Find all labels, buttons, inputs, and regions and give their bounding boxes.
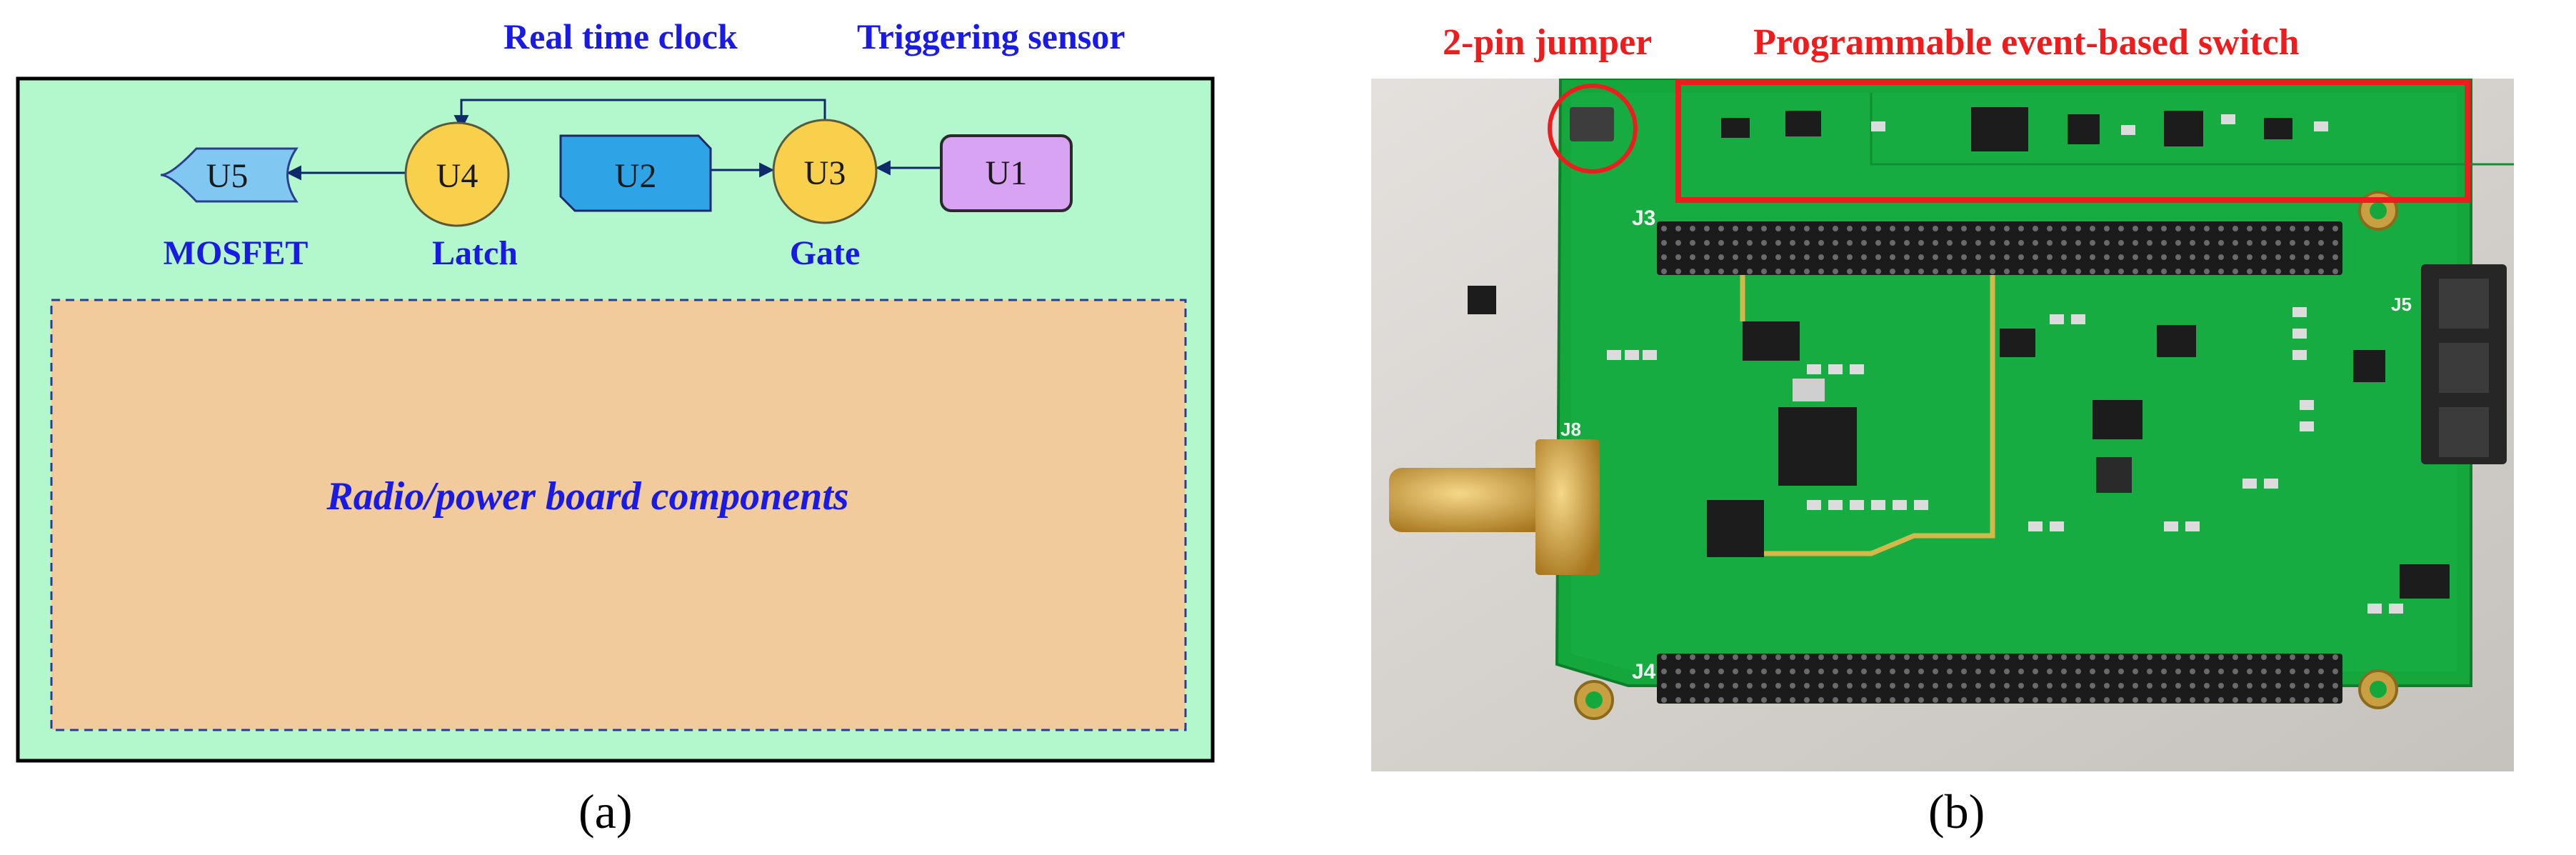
arrow-u3-to-u4	[453, 99, 826, 131]
sma-connector	[1389, 468, 1564, 532]
u3-label: U3	[804, 154, 846, 192]
j5-label: J5	[2391, 294, 2412, 315]
jumper-label: 2-pin jumper	[1443, 22, 1653, 63]
u5-mosfet-shape	[160, 147, 299, 203]
u1-label: U1	[986, 154, 1028, 192]
ic-main	[1778, 407, 1857, 486]
ic-small-1	[2000, 329, 2035, 357]
ic-u6	[1468, 286, 1496, 314]
switch-label: Programmable event-based switch	[1753, 22, 2300, 63]
u3-gate-shape	[772, 119, 878, 224]
mosfet-label: MOSFET	[164, 234, 309, 272]
radio-power-region	[50, 299, 1187, 731]
block-diagram: U5 U4 U2 U3 U1 MOSFET Latch Gate Radio/p…	[16, 76, 1215, 763]
u1-sensor-shape	[940, 134, 1073, 212]
j3-label: J3	[1632, 206, 1655, 230]
connector-j3	[1657, 221, 2342, 275]
connector-j4	[1657, 654, 2342, 704]
gate-label: Gate	[790, 234, 861, 272]
crystal	[1793, 379, 1825, 401]
ic-diode	[2093, 400, 2143, 439]
ic-d4	[2400, 564, 2450, 599]
switch-highlight	[1675, 79, 2470, 203]
caption-b: (b)	[1928, 784, 1985, 839]
ic-small-3	[2096, 457, 2132, 493]
j4-label: J4	[1632, 660, 1656, 684]
j8-label: J8	[1560, 419, 1581, 440]
u2-rtc-shape	[559, 134, 712, 212]
ic-small-2	[2157, 325, 2196, 357]
u4-latch-shape	[404, 121, 510, 227]
jumper-highlight	[1548, 84, 1638, 174]
u4-label: U4	[436, 157, 478, 195]
switch-circuit	[1721, 107, 2328, 151]
real-time-clock-label: Real time clock	[503, 16, 738, 56]
pcb-photo: J3 J4 J5 J8	[1371, 79, 2514, 771]
u5-label: U5	[206, 157, 249, 195]
jumper-header	[1570, 107, 1614, 141]
latch-label: Latch	[432, 234, 518, 272]
ic-regulator	[1743, 321, 1800, 361]
ic-radio	[1707, 500, 1764, 557]
triggering-sensor-label: Triggering sensor	[857, 16, 1126, 56]
u2-label: U2	[615, 157, 657, 195]
caption-a: (a)	[578, 784, 633, 839]
radio-power-label: Radio/power board components	[326, 474, 848, 519]
ic-u9	[2353, 350, 2385, 382]
